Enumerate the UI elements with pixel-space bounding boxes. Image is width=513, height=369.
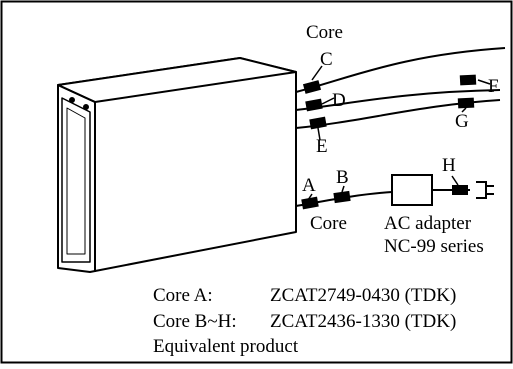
core-e (309, 116, 327, 130)
core-c (302, 80, 322, 94)
core-a (301, 196, 319, 210)
ac-adapter-box (391, 174, 433, 206)
part-labels: Core C D E F G A B H Core AC adapter NC-… (302, 22, 499, 257)
label-g: G (455, 111, 469, 132)
note-row2-value: ZCAT2436-1330 (TDK) (270, 311, 456, 332)
device-led-1 (69, 97, 75, 103)
leader-b (341, 185, 345, 193)
plug-body (476, 181, 487, 199)
device-front-inset (66, 107, 86, 255)
label-core-top: Core (306, 22, 343, 43)
label-e: E (316, 136, 328, 157)
label-f: F (488, 76, 499, 97)
core-g (457, 97, 475, 109)
leader-lines (307, 65, 491, 201)
label-a: A (302, 175, 316, 196)
device-front-panel (61, 97, 91, 263)
leader-e (317, 127, 321, 141)
core-b (333, 190, 351, 204)
device-led-2 (83, 104, 89, 110)
label-b: B (336, 167, 349, 188)
note-row1-value: ZCAT2749-0430 (TDK) (270, 285, 456, 306)
leader-h (451, 175, 459, 186)
label-d: D (332, 90, 346, 111)
label-adapter-line1: AC adapter (384, 213, 472, 234)
cores-upper (302, 74, 477, 130)
notes: Core A: ZCAT2749-0430 (TDK) Core B~H: ZC… (153, 285, 456, 357)
label-c: C (320, 49, 333, 70)
core-f (459, 74, 477, 86)
plug-prongs (486, 185, 494, 195)
leader-a (307, 193, 313, 201)
note-row3: Equivalent product (153, 336, 299, 357)
leader-f (477, 79, 491, 85)
cores-lower (301, 185, 468, 210)
label-h: H (442, 155, 456, 176)
leader-g (461, 107, 467, 113)
device-front-edge (57, 84, 96, 272)
device-unit (57, 57, 297, 273)
note-row2-label: Core B~H: (153, 311, 237, 332)
core-h (452, 185, 468, 195)
leader-c (311, 65, 323, 81)
leader-d (321, 97, 335, 105)
core-d (305, 98, 323, 112)
note-row1-label: Core A: (153, 285, 213, 306)
label-core-bottom: Core (310, 213, 347, 234)
label-adapter-line2: NC-99 series (384, 236, 484, 257)
